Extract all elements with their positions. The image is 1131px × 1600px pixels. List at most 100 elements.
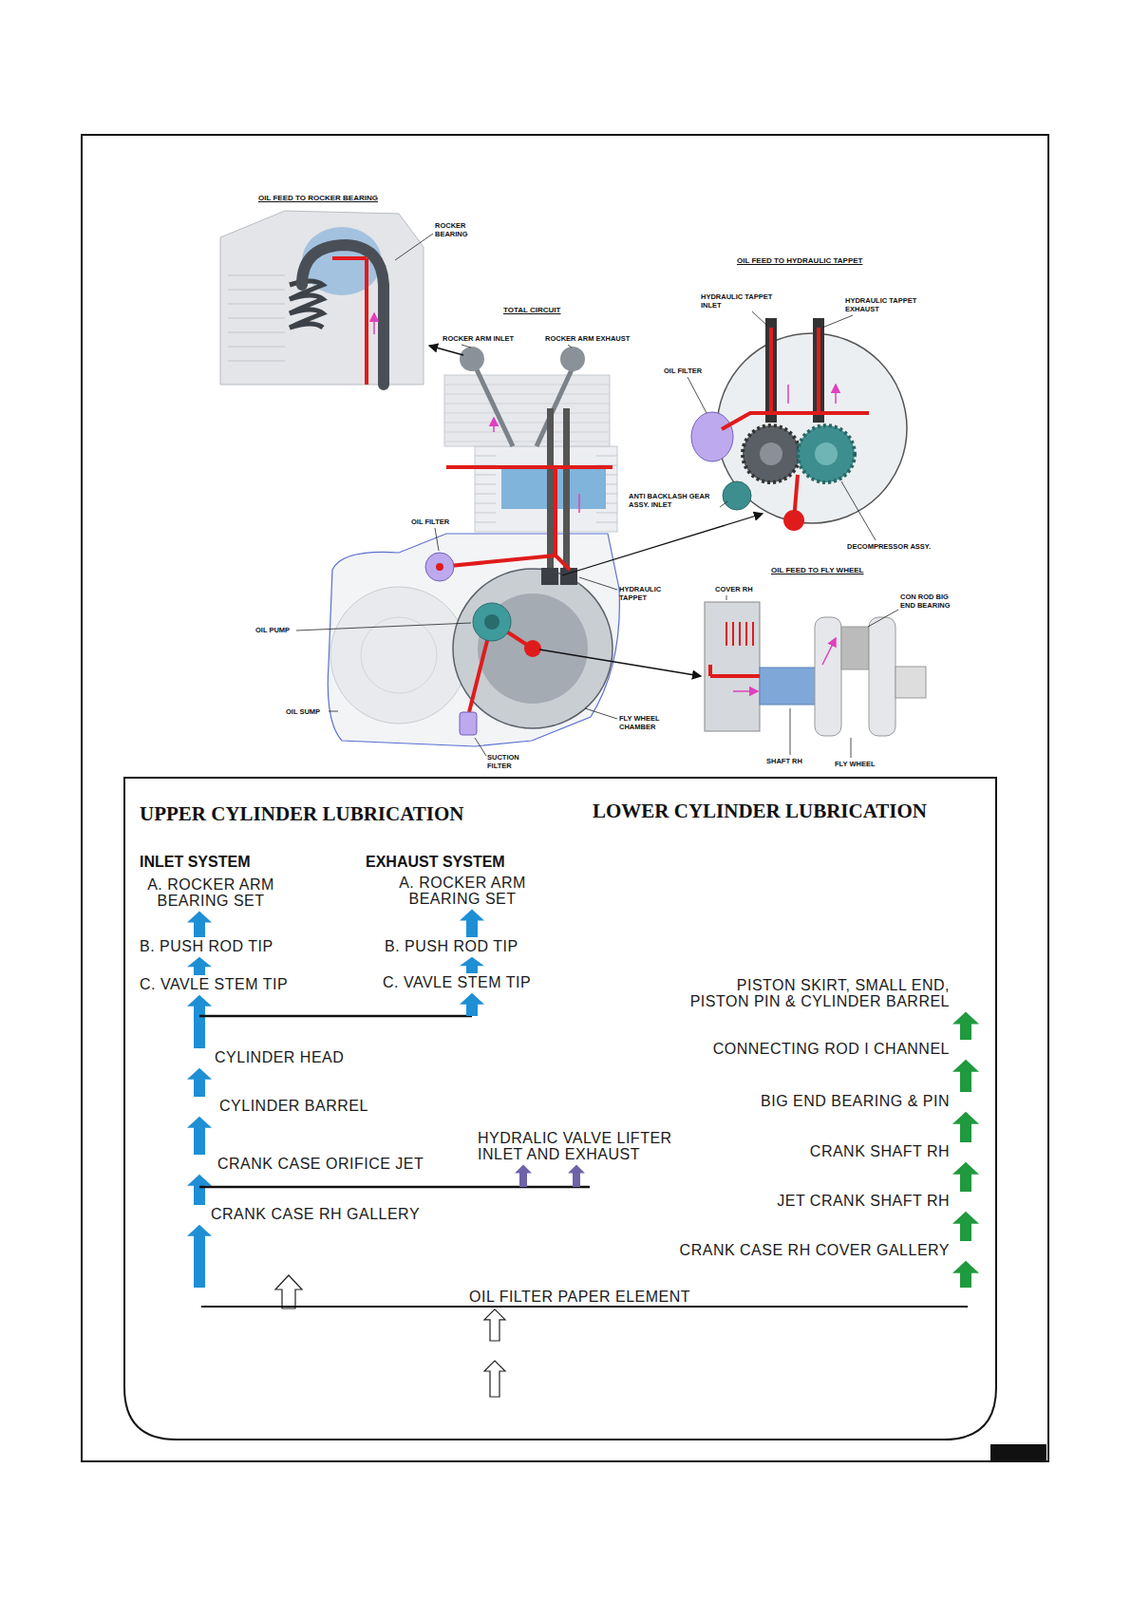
- label-slot: HYDRAULIC TAPPET INLET: [700, 292, 787, 310]
- note-mark: *: [521, 1342, 528, 1363]
- flow-step: OIL SUCTION FILTER: [541, 1398, 695, 1415]
- label-slot: FLY WHEEL CHAMBER: [619, 714, 675, 732]
- step-text: CYLINDER BARREL: [219, 1098, 369, 1115]
- part-label: FLY WHEEL: [834, 759, 876, 769]
- flow-arrow: [952, 1059, 980, 1093]
- part-label: HYDRAULIC TAPPET: [619, 584, 675, 603]
- flow-step: C. VAVLE STEM TIP: [382, 975, 531, 992]
- flow-arrow: [952, 1162, 980, 1192]
- part-label: OIL FILTER: [411, 517, 450, 527]
- label-slot: OIL FEED TO ROCKER BEARING: [258, 193, 378, 203]
- part-label: COVER RH: [715, 584, 754, 594]
- part-label: OIL FEED TO ROCKER BEARING: [258, 193, 378, 203]
- step-text: OIL SUCTION FILTER: [541, 1398, 695, 1415]
- flow-arrow: [484, 1360, 506, 1397]
- label-slot: UPPER CYLINDER LUBRICATION: [139, 802, 464, 827]
- flow-arrow: [952, 1112, 980, 1143]
- flow-arrow: [459, 957, 485, 974]
- step-text: OIL FILTER PAPER ELEMENT: [469, 1289, 968, 1306]
- label-slot: OIL FILTER: [663, 366, 702, 376]
- label-slot: OIL FEED TO FLY WHEEL: [771, 565, 865, 575]
- label-slot: OIL FILTER: [411, 517, 450, 527]
- leader-lines: [296, 233, 899, 758]
- flow-step: B. PUSH ROD TIP: [139, 939, 274, 956]
- label-slot: HYDRAULIC TAPPET: [619, 584, 675, 603]
- label-slot: EXHAUST SYSTEM: [365, 853, 506, 871]
- label-slot: FLY WHEEL: [834, 759, 876, 769]
- flow-arrow: [952, 1211, 980, 1242]
- flow-step: CYLINDER BARREL: [219, 1098, 369, 1115]
- step-text: PISTON SKIRT, SMALL END, PISTON PIN & CY…: [678, 978, 950, 1011]
- engine-total-circuit: [327, 346, 620, 747]
- pointer-arrow: [429, 345, 464, 356]
- flow-step: JET CRANK SHAFT RH: [776, 1193, 950, 1210]
- flow-frame: [124, 777, 997, 1440]
- step-text: ENGINE OIL SUMP: [204, 1367, 997, 1395]
- flow-step: CONNECTING ROD I CHANNEL: [713, 1041, 950, 1058]
- part-label: SHAFT RH: [766, 756, 803, 766]
- flow-step: BIG END BEARING & PIN: [760, 1093, 950, 1111]
- flywheel-inset: [704, 602, 926, 736]
- label-slot: HYDRAULIC TAPPET EXHAUST: [845, 296, 931, 314]
- step-text: CRANK CASE ORIFICE JET: [217, 1156, 424, 1173]
- part-label: ROCKER ARM INLET: [442, 334, 514, 343]
- part-label: DECOMPRESSOR ASSY.: [847, 542, 931, 551]
- oil-sump-band: ENGINE OIL SUMPOIL PUMPOIL SUCTION FILTE…: [124, 1323, 997, 1440]
- step-text: BIG END BEARING & PIN: [760, 1093, 950, 1111]
- flow-step: PISTON SKIRT, SMALL END, PISTON PIN & CY…: [678, 978, 950, 1011]
- rocker-inset: [220, 210, 424, 385]
- column-heading: INLET SYSTEM: [139, 853, 250, 871]
- label-slot: OIL PUMP: [255, 625, 290, 635]
- label-slot: COVER RH: [715, 584, 754, 594]
- label-slot: SUCTION FILTER: [487, 753, 533, 771]
- label-slot: OIL FEED TO HYDRAULIC TAPPET: [736, 256, 863, 265]
- part-label: OIL FEED TO FLY WHEEL: [771, 565, 865, 575]
- label-slot: INLET SYSTEM: [139, 853, 250, 871]
- label-slot: LOWER CYLINDER LUBRICATION: [592, 799, 927, 824]
- flow-arrow: [484, 1309, 506, 1341]
- part-label: OIL PUMP: [255, 625, 290, 635]
- label-slot: *: [521, 1342, 528, 1363]
- flow-step: C. VAVLE STEM TIP: [139, 977, 288, 994]
- label-slot: CON ROD BIG END BEARING: [900, 592, 962, 610]
- part-label: OIL FILTER: [663, 366, 702, 376]
- section-heading: LOWER CYLINDER LUBRICATION: [592, 799, 927, 824]
- flow-arrow: [459, 909, 485, 938]
- label-slot: SHAFT RH: [766, 756, 803, 766]
- section-heading: UPPER CYLINDER LUBRICATION: [139, 802, 464, 827]
- part-label: OIL FEED TO HYDRAULIC TAPPET: [736, 256, 863, 265]
- step-text: B. PUSH ROD TIP: [139, 939, 274, 956]
- step-text: A. ROCKER ARM BEARING SET: [391, 875, 534, 908]
- label-slot: ROCKER BEARING: [434, 221, 479, 239]
- flow-step: CRANK CASE RH GALLERY: [210, 1206, 420, 1224]
- flow-arrow: [199, 993, 485, 1017]
- flow-arrow: [187, 911, 212, 938]
- flow-step: CRANK CASE ORIFICE JET: [217, 1156, 424, 1173]
- outline-arrow: [275, 1275, 302, 1309]
- part-label: CON ROD BIG END BEARING: [900, 592, 962, 610]
- step-text: HYDRALIC VALVE LIFTER INLET AND EXHAUST: [477, 1131, 706, 1164]
- part-label: HYDRAULIC TAPPET EXHAUST: [845, 296, 931, 314]
- flow-arrow: [187, 957, 212, 976]
- column-heading: EXHAUST SYSTEM: [365, 853, 506, 871]
- part-label: FLY WHEEL CHAMBER: [619, 714, 675, 732]
- label-slot: ANTI BACKLASH GEAR ASSY. INLET: [628, 491, 719, 509]
- filter-element-bar: OIL FILTER PAPER ELEMENT: [201, 1289, 968, 1308]
- part-label: HYDRAULIC TAPPET INLET: [700, 292, 787, 310]
- part-label: ROCKER ARM EXHAUST: [545, 334, 630, 343]
- step-text: JET CRANK SHAFT RH: [776, 1193, 950, 1210]
- pointer-arrow: [562, 513, 763, 576]
- label-slot: OIL SUMP: [285, 707, 321, 717]
- label-slot: ROCKER ARM EXHAUST: [545, 334, 630, 343]
- flow-arrow: [187, 995, 212, 1049]
- part-label: ANTI BACKLASH GEAR ASSY. INLET: [628, 491, 719, 509]
- step-text: CRANK CASE RH GALLERY: [210, 1206, 420, 1224]
- flow-arrow: [187, 1174, 212, 1206]
- flow-step: CRANK CASE RH COVER GALLERY: [679, 1243, 950, 1260]
- flow-step: CRANK SHAFT RH: [810, 1144, 950, 1161]
- step-text: C. VAVLE STEM TIP: [139, 977, 288, 994]
- flow-step: HYDRALIC VALVE LIFTER INLET AND EXHAUST: [477, 1131, 706, 1164]
- label-slot: DECOMPRESSOR ASSY.: [847, 542, 931, 551]
